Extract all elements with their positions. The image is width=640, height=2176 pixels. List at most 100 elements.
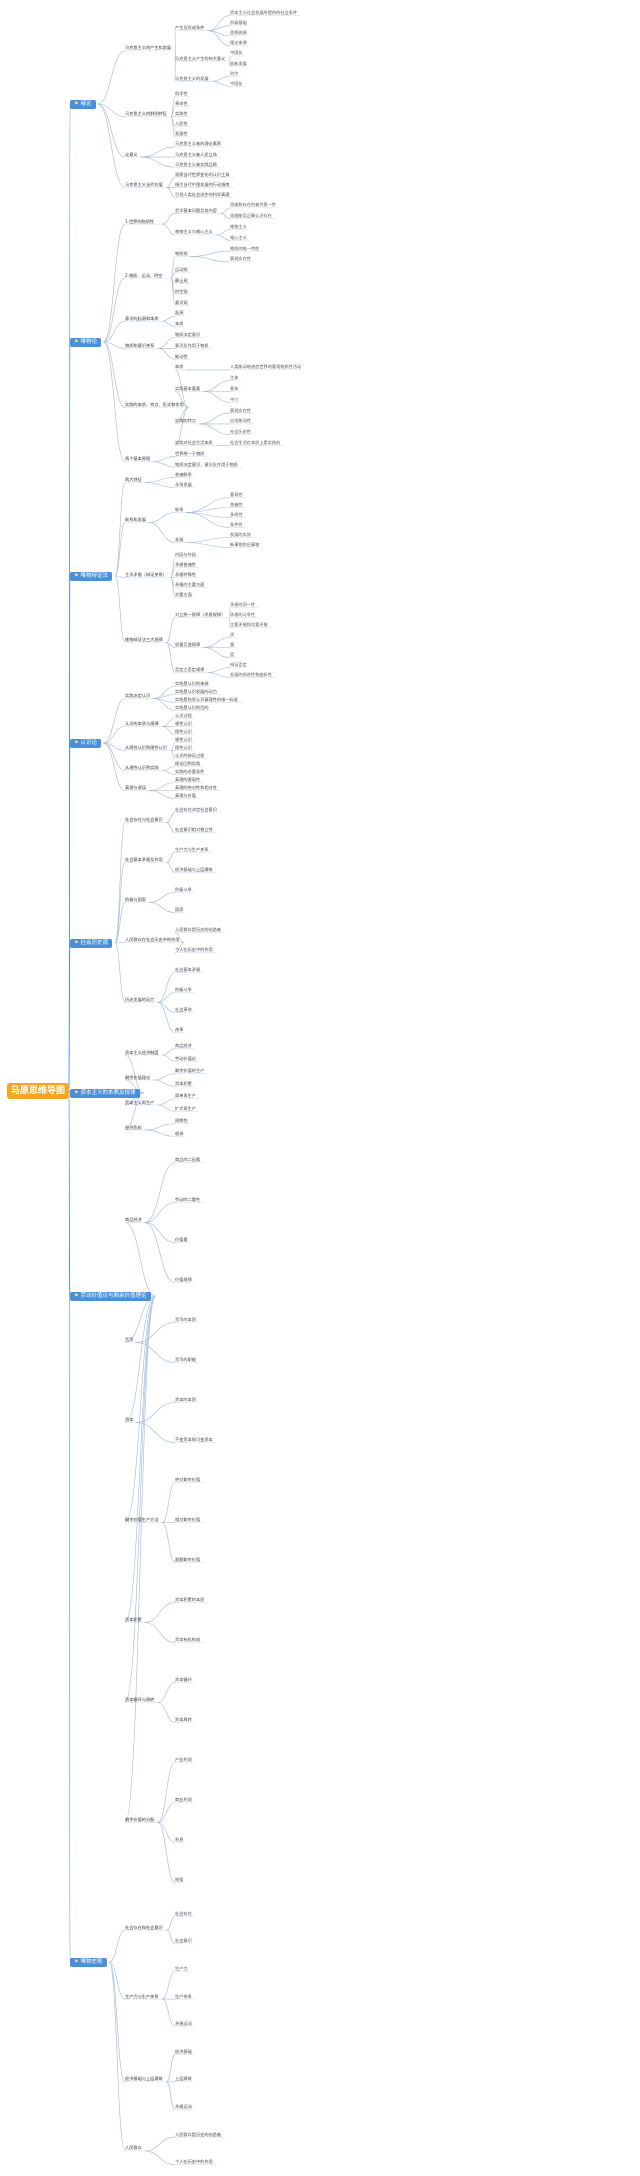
topic-node[interactable]: 物质决定意识，意识反作用于物质 <box>175 461 238 467</box>
topic-node[interactable]: 社会意识相对独立性 <box>175 827 213 832</box>
topic-node[interactable]: 理性认识 <box>175 745 192 750</box>
topic-node[interactable]: 本质 <box>175 364 184 370</box>
topic-node[interactable]: 周期性 <box>175 1118 188 1124</box>
topic-node[interactable]: 发展的前进性和曲折性 <box>230 672 272 677</box>
topic-node[interactable]: 理论来源 <box>230 40 247 46</box>
topic-node[interactable]: 客观性 <box>230 492 243 497</box>
topic-node[interactable]: 资本的本质 <box>175 1397 196 1402</box>
topic-node[interactable]: 客体 <box>230 386 239 391</box>
topic-node[interactable]: 经济基础与上层建筑 <box>125 2076 163 2082</box>
topic-node[interactable]: 物质决定意识 <box>175 332 201 337</box>
topic-node[interactable]: 自觉能动性 <box>230 418 251 424</box>
topic-node[interactable]: 永恒发展 <box>175 482 192 487</box>
topic-node[interactable]: 能动性 <box>175 353 188 359</box>
topic-node[interactable]: 实践是认识的目的 <box>175 705 209 710</box>
topic-node[interactable]: 条件性 <box>230 522 243 527</box>
topic-node[interactable]: 主要矛盾和次要矛盾 <box>230 622 268 627</box>
topic-node[interactable]: 唯物主义与唯心主义 <box>175 229 213 235</box>
topic-node[interactable]: 否定之否定规律 <box>175 667 205 672</box>
topic-node[interactable]: 指引当代中国发展的行动指南 <box>175 181 230 187</box>
topic-node[interactable]: 生产力 <box>175 1966 188 1971</box>
topic-node[interactable]: 物质观 <box>175 251 188 256</box>
topic-node[interactable]: 社会历史性 <box>230 429 251 435</box>
topic-node[interactable]: 实践是认识发展的动力 <box>175 689 217 694</box>
topic-node[interactable]: 马克思主义者人民立场 <box>175 151 217 157</box>
topic-node[interactable]: 主次矛盾（辩证关系） <box>125 572 167 577</box>
topic-node[interactable]: 国家 <box>175 907 184 912</box>
topic-node[interactable]: 资本主义再生产 <box>125 1099 155 1105</box>
topic-node[interactable]: 创新发展 <box>230 60 247 66</box>
topic-node[interactable]: 理论回到实践 <box>175 761 201 766</box>
topic-node[interactable]: 感性认识 <box>175 737 192 742</box>
topic-node[interactable]: 历史发展的动力 <box>125 997 155 1002</box>
topic-node[interactable]: 中国化 <box>230 80 243 86</box>
topic-node[interactable]: 矛盾的同一性 <box>230 602 256 607</box>
topic-node[interactable]: 超额剩余价值 <box>175 1557 201 1562</box>
topic-node[interactable]: 简单再生产 <box>175 1093 196 1099</box>
topic-node[interactable]: 剩余价值的生产 <box>175 1068 205 1074</box>
topic-node[interactable]: 矛盾的斗争性 <box>230 612 256 617</box>
topic-node[interactable]: 发展 <box>175 537 184 542</box>
topic-node[interactable]: 资本 <box>125 1417 134 1422</box>
topic-node[interactable]: 产生及形成条件 <box>175 25 205 31</box>
topic-node[interactable]: 资本有机构成 <box>175 1637 201 1642</box>
topic-node[interactable]: 社会基本矛盾 <box>175 967 201 972</box>
topic-node[interactable]: 资本积累 <box>175 1080 192 1086</box>
topic-node[interactable]: 价值量 <box>175 1237 188 1242</box>
topic-node[interactable]: 理性认识 <box>175 729 192 734</box>
topic-node[interactable]: 劳动价值论 <box>175 1055 196 1061</box>
topic-node[interactable]: 马克思主义当代价值 <box>125 181 163 187</box>
topic-node[interactable]: 质 <box>230 632 235 637</box>
topic-node[interactable]: 商品经济 <box>175 1043 192 1049</box>
topic-node[interactable]: 社会存在 <box>175 1910 192 1916</box>
topic-node[interactable]: 资本周转 <box>175 1717 192 1722</box>
topic-node[interactable]: 马克思主义的鲜明特征 <box>125 111 167 117</box>
branch-topic[interactable]: ⚑唯物辩证法 <box>70 571 112 581</box>
topic-node[interactable]: 时空观 <box>175 288 188 294</box>
topic-node[interactable]: 剩余价值理论 <box>125 1074 151 1080</box>
topic-node[interactable]: 实践性 <box>175 111 188 117</box>
topic-node[interactable]: 两个基本原理 <box>125 456 151 462</box>
topic-node[interactable]: 上层建筑 <box>175 2076 192 2082</box>
topic-node[interactable]: 产业利润 <box>175 1757 192 1762</box>
topic-node[interactable]: 感性认识 <box>175 721 192 726</box>
topic-node[interactable]: 静止观 <box>175 278 188 283</box>
topic-node[interactable]: 货币的本质 <box>175 1317 196 1322</box>
topic-node[interactable]: 个人在历史中的作用 <box>175 947 213 952</box>
topic-node[interactable]: 思维能否正确认识存在 <box>230 213 272 219</box>
topic-node[interactable]: 列宁 <box>230 70 239 76</box>
topic-node[interactable]: 两大特征 <box>125 477 142 482</box>
topic-node[interactable]: 物质的唯一特性 <box>230 245 260 251</box>
topic-node[interactable]: 实践的必要条件 <box>175 769 205 774</box>
topic-node[interactable]: 新事物和旧事物 <box>230 542 260 547</box>
branch-topic[interactable]: ⚑社会历史观 <box>70 938 112 948</box>
topic-node[interactable]: 科学性 <box>175 90 188 96</box>
topic-node[interactable]: 观察当代世界变化的认识工具 <box>175 171 230 177</box>
branch-topic[interactable]: ⚑绪论 <box>70 99 96 109</box>
topic-node[interactable]: 认识的辩证过程 <box>175 753 205 758</box>
topic-node[interactable]: 人民群众是历史的创造者 <box>175 2131 222 2137</box>
topic-node[interactable]: 人民群众在社会历史中的作用 <box>125 937 180 942</box>
topic-node[interactable]: 社会存在与社会意识 <box>125 817 163 822</box>
topic-node[interactable]: 意识观 <box>175 299 188 305</box>
topic-node[interactable]: 物质和意识关系 <box>125 342 155 348</box>
topic-node[interactable]: 社会意识 <box>175 1938 192 1944</box>
topic-node[interactable]: 人民群众是历史的创造者 <box>175 927 222 932</box>
branch-topic[interactable]: ⚑劳动价值论与剩余价值理论 <box>70 1291 151 1301</box>
topic-node[interactable]: 剩余价值的分配 <box>125 1817 155 1822</box>
topic-node[interactable]: 资本主义经济制度 <box>125 1049 159 1055</box>
topic-node[interactable]: 马克思主义者实践品格 <box>175 161 217 167</box>
topic-node[interactable]: 马克思主义者的理论素养 <box>175 141 222 147</box>
topic-node[interactable]: 普遍性 <box>230 502 243 507</box>
topic-node[interactable]: 质量互变规律 <box>175 642 201 647</box>
topic-node[interactable]: 对立统一规律（矛盾规律） <box>175 612 226 617</box>
topic-node[interactable]: 资本积累 <box>125 1617 142 1622</box>
topic-node[interactable]: 利息 <box>175 1837 184 1842</box>
topic-node[interactable]: 人民性 <box>175 121 188 127</box>
topic-node[interactable]: 量 <box>230 642 235 647</box>
topic-node[interactable]: 矛盾运动 <box>175 2021 192 2027</box>
topic-node[interactable]: 次要方面 <box>175 592 192 597</box>
topic-node[interactable]: 阶级基础 <box>230 20 247 26</box>
topic-node[interactable]: 资本循环 <box>175 1677 192 1682</box>
topic-node[interactable]: 地租 <box>175 1877 184 1882</box>
